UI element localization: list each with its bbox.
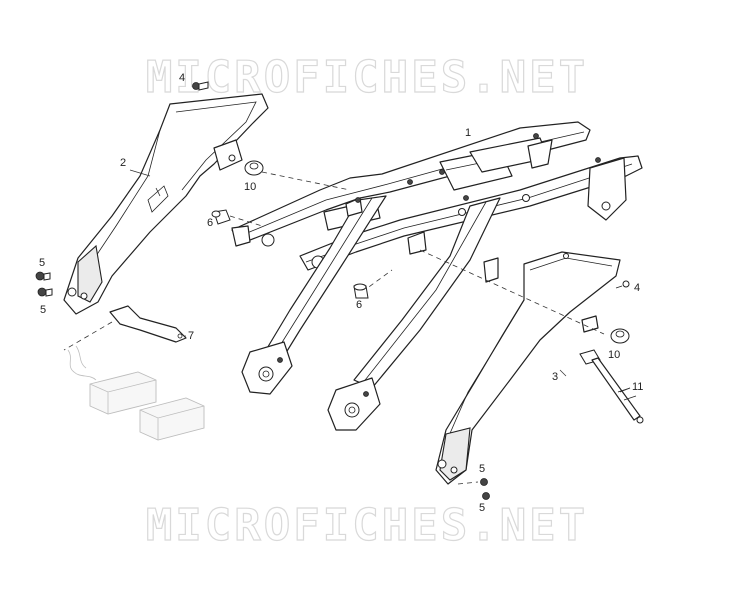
callout-5-right-lower: 5 [479, 502, 486, 514]
part-7-assembly-line [63, 321, 113, 351]
part-10-washer-lower [610, 328, 630, 344]
callout-5-right-upper: 5 [479, 463, 486, 475]
part-5-bolt-left-lower [37, 287, 53, 297]
leader-2 [129, 169, 151, 177]
callout-10-lower: 10 [608, 349, 621, 361]
callout-4-upper: 4 [179, 72, 186, 84]
part-3-right-panel [435, 251, 621, 485]
watermark-bottom: MICROFICHES.NET [145, 499, 589, 551]
assembly-line-5-lower [457, 481, 479, 485]
part-5-bolt-right-lower [482, 492, 490, 500]
part-5-bolt-left-upper [35, 271, 51, 281]
callout-2: 2 [120, 157, 127, 169]
part-1-right-peg-mount [327, 377, 381, 431]
assembly-line-6-upper [229, 215, 263, 227]
part-11-rod [579, 349, 644, 424]
watermark-top: MICROFICHES.NET [145, 51, 589, 103]
callout-1: 1 [465, 127, 472, 139]
callout-3: 3 [552, 371, 559, 383]
part-2-left-panel [63, 93, 269, 315]
part-7-electrical-group [67, 345, 205, 441]
callout-10-upper: 10 [244, 181, 257, 193]
callout-6-lower: 6 [356, 299, 363, 311]
callout-11: 11 [632, 381, 644, 393]
part-4-bolt-lower [615, 280, 630, 289]
part-6-spacer-lower [353, 283, 369, 299]
leader-3 [559, 369, 567, 377]
part-4-bolt-upper [192, 81, 209, 91]
assembly-line-10-upper [261, 171, 351, 191]
leader-11 [619, 387, 631, 393]
callout-4-lower: 4 [634, 282, 641, 294]
callout-7: 7 [188, 330, 195, 342]
assembly-line-10-lower [419, 249, 605, 335]
part-1-rear-frame [231, 121, 643, 389]
part-5-bolt-right-upper [480, 478, 488, 486]
part-6-spacer-upper [211, 209, 231, 225]
part-1-left-peg-mount [241, 341, 293, 395]
assembly-line-6-lower [361, 269, 393, 293]
callout-6-upper: 6 [207, 217, 214, 229]
callout-5-left-lower: 5 [40, 304, 47, 316]
callout-5-left-upper: 5 [39, 257, 46, 269]
part-10-washer-upper [244, 160, 264, 176]
part-7-bracket [109, 305, 187, 343]
